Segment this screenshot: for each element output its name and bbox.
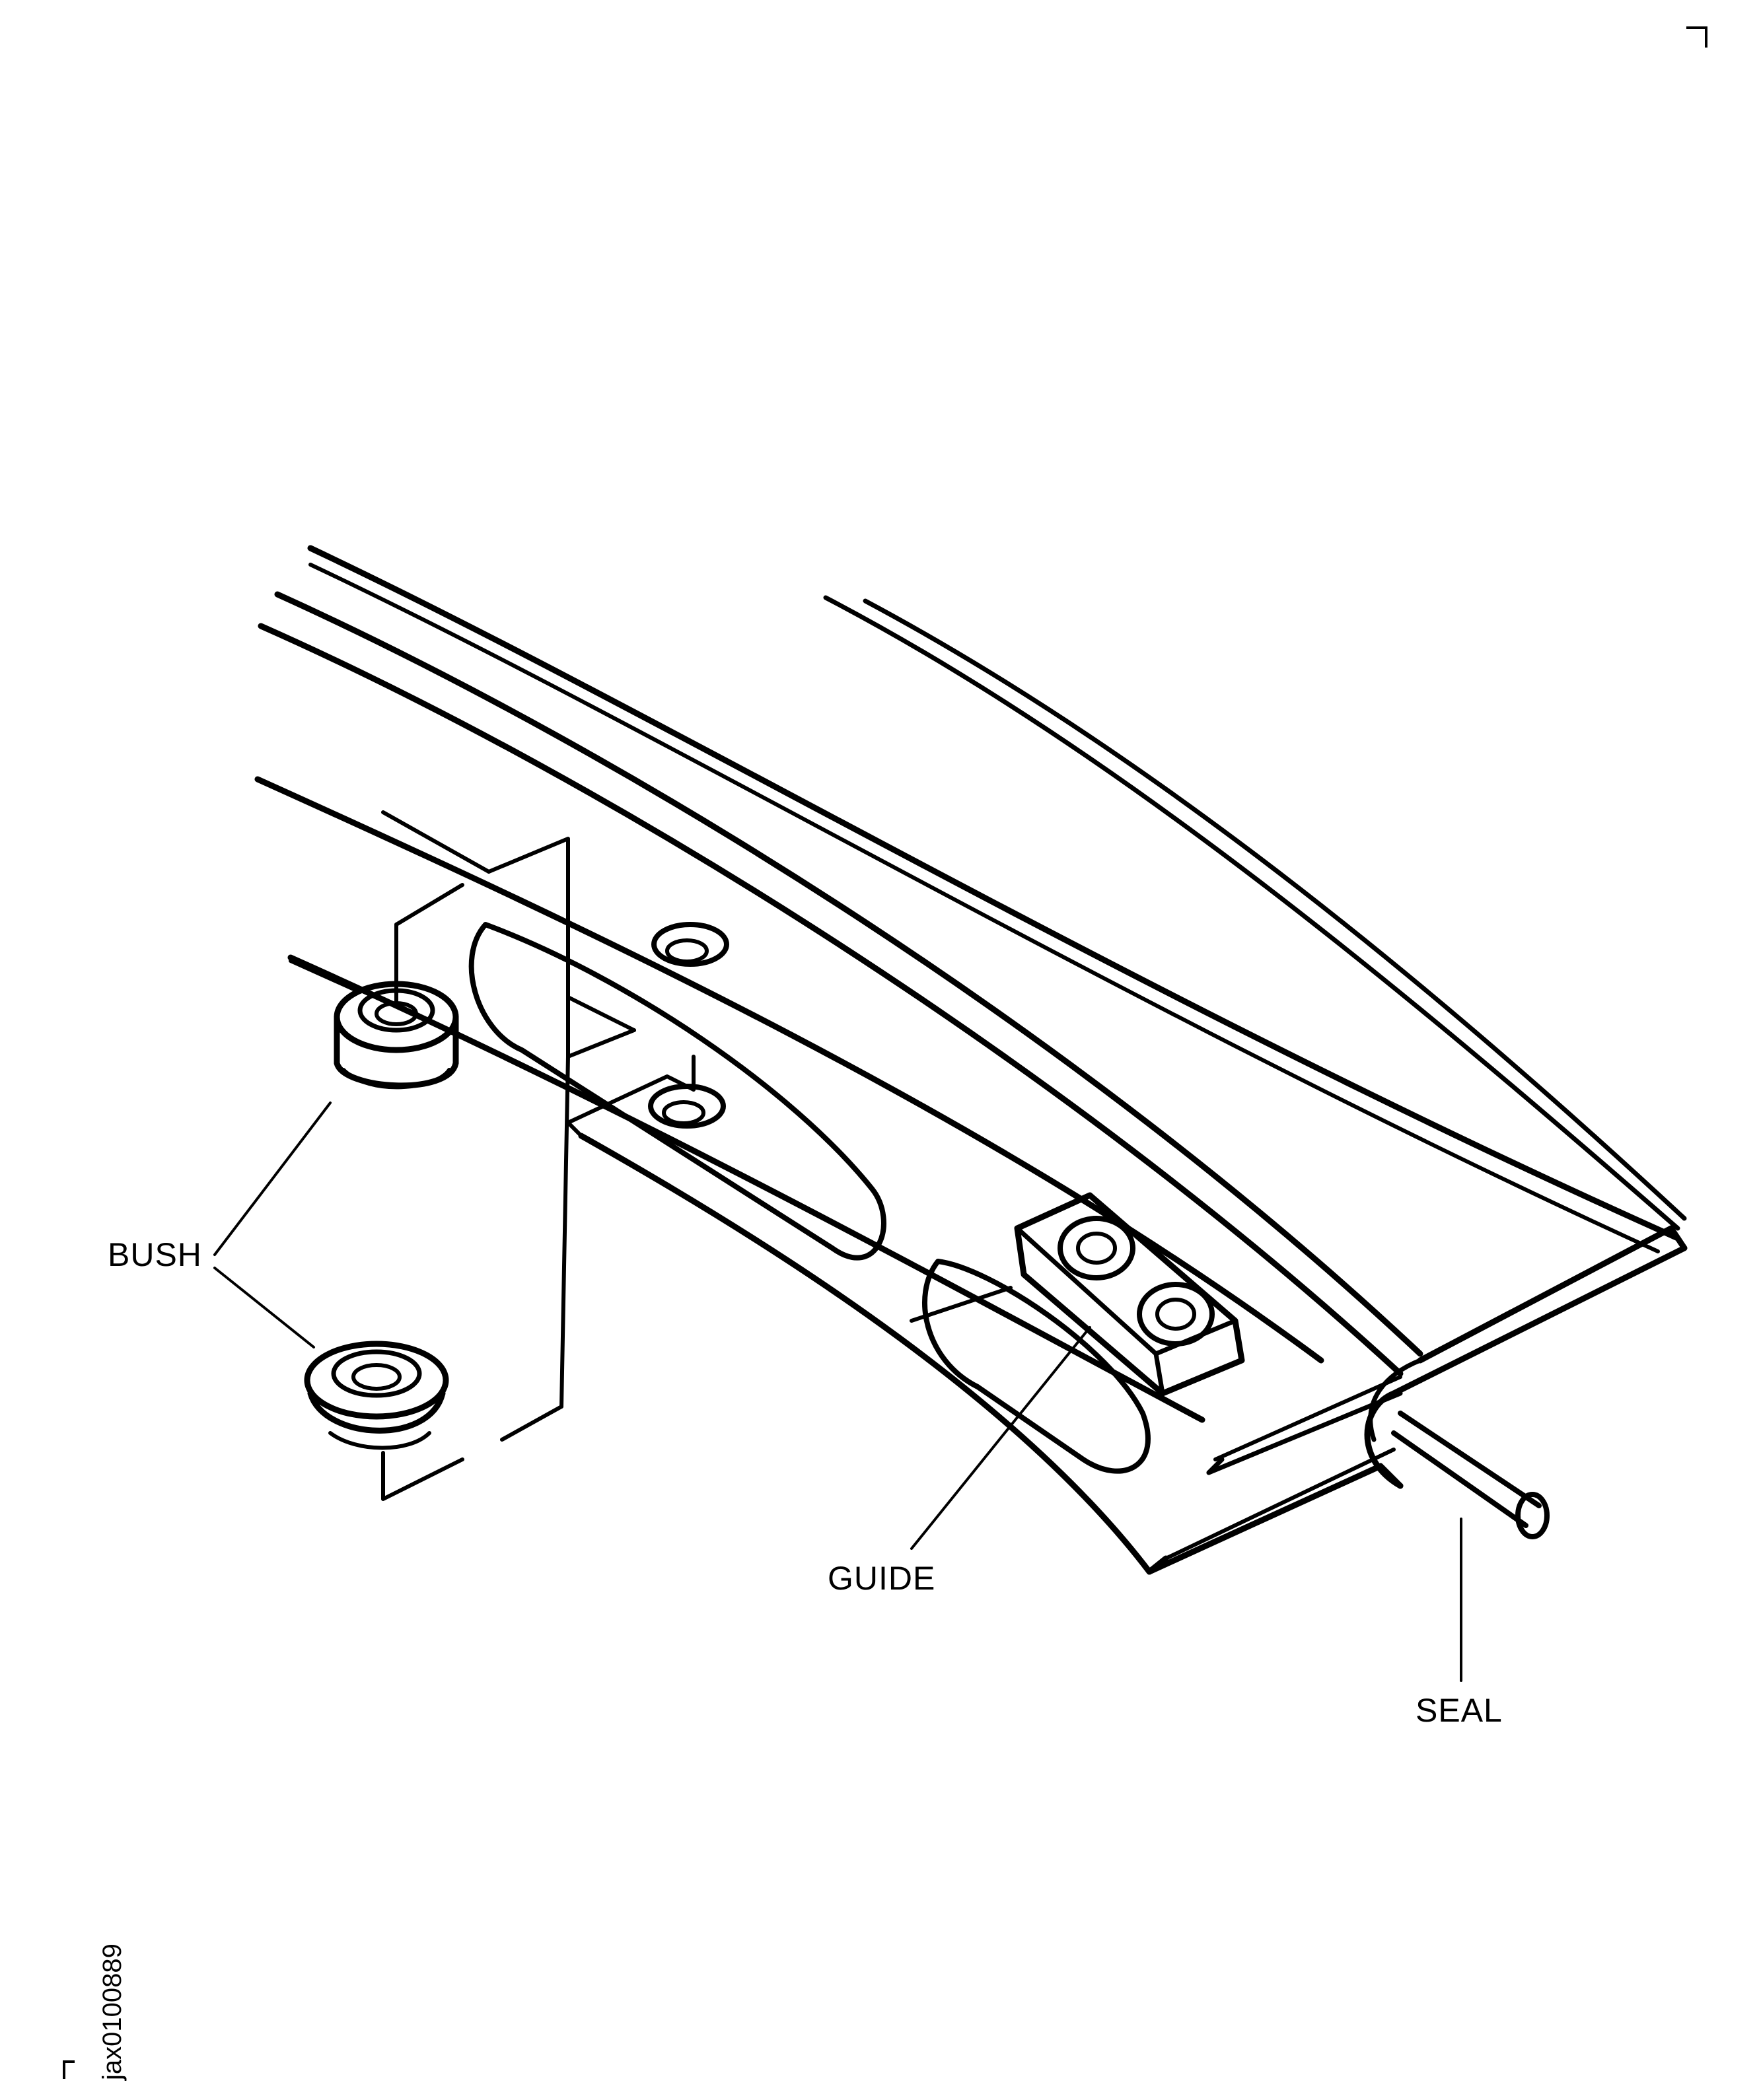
channel-body: [254, 776, 1688, 1575]
channel-holes: [648, 922, 729, 1129]
assembly-lines: [289, 810, 696, 1501]
bush-lower: [304, 1341, 449, 1450]
figure-id: jax0100889: [98, 1943, 127, 2080]
corner-crop-mark: [1686, 26, 1707, 48]
seal-tube: [1391, 1411, 1550, 1539]
seal-label: SEAL: [1416, 1692, 1503, 1729]
upper-frame-rails: [258, 545, 1687, 1377]
leader-lines: [213, 1102, 1462, 1682]
channel-cutouts: [468, 922, 1151, 1474]
bush-label: BUSH: [108, 1236, 202, 1273]
guide-label: GUIDE: [828, 1560, 936, 1597]
corner-crop-mark-bottom-left: [63, 2060, 75, 2079]
guide-block: [1014, 1192, 1245, 1397]
bush-upper: [334, 981, 459, 1090]
